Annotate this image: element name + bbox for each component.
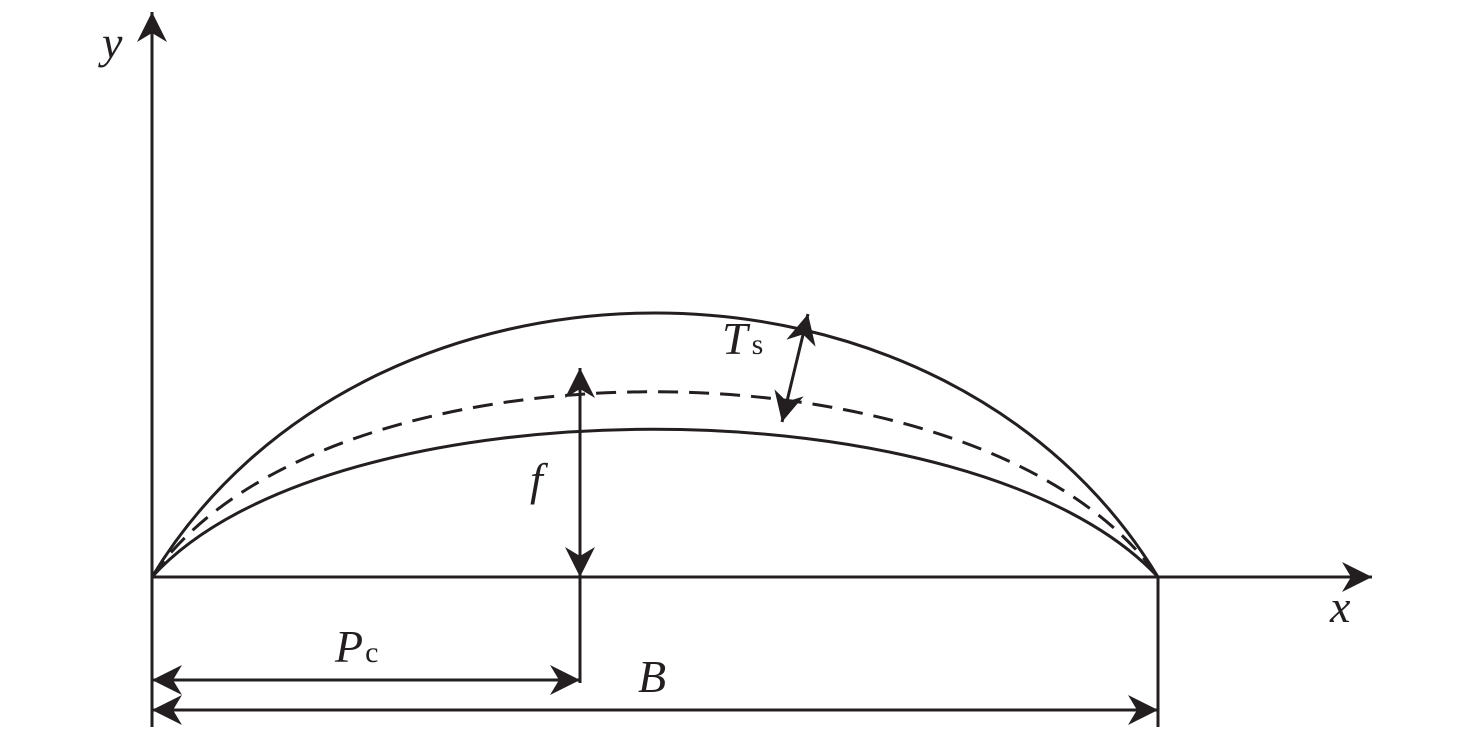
center-line-curve xyxy=(150,390,1160,578)
crown-position-label: Pc xyxy=(334,621,378,672)
y-axis-label: y xyxy=(98,17,123,68)
x-axis-label: x xyxy=(1329,581,1351,632)
span-label: B xyxy=(638,651,666,702)
rise-label: f xyxy=(530,454,549,505)
inner-arch-curve xyxy=(150,427,1160,579)
outer-arch-curve xyxy=(150,311,1160,578)
thickness-arrow xyxy=(774,313,816,423)
